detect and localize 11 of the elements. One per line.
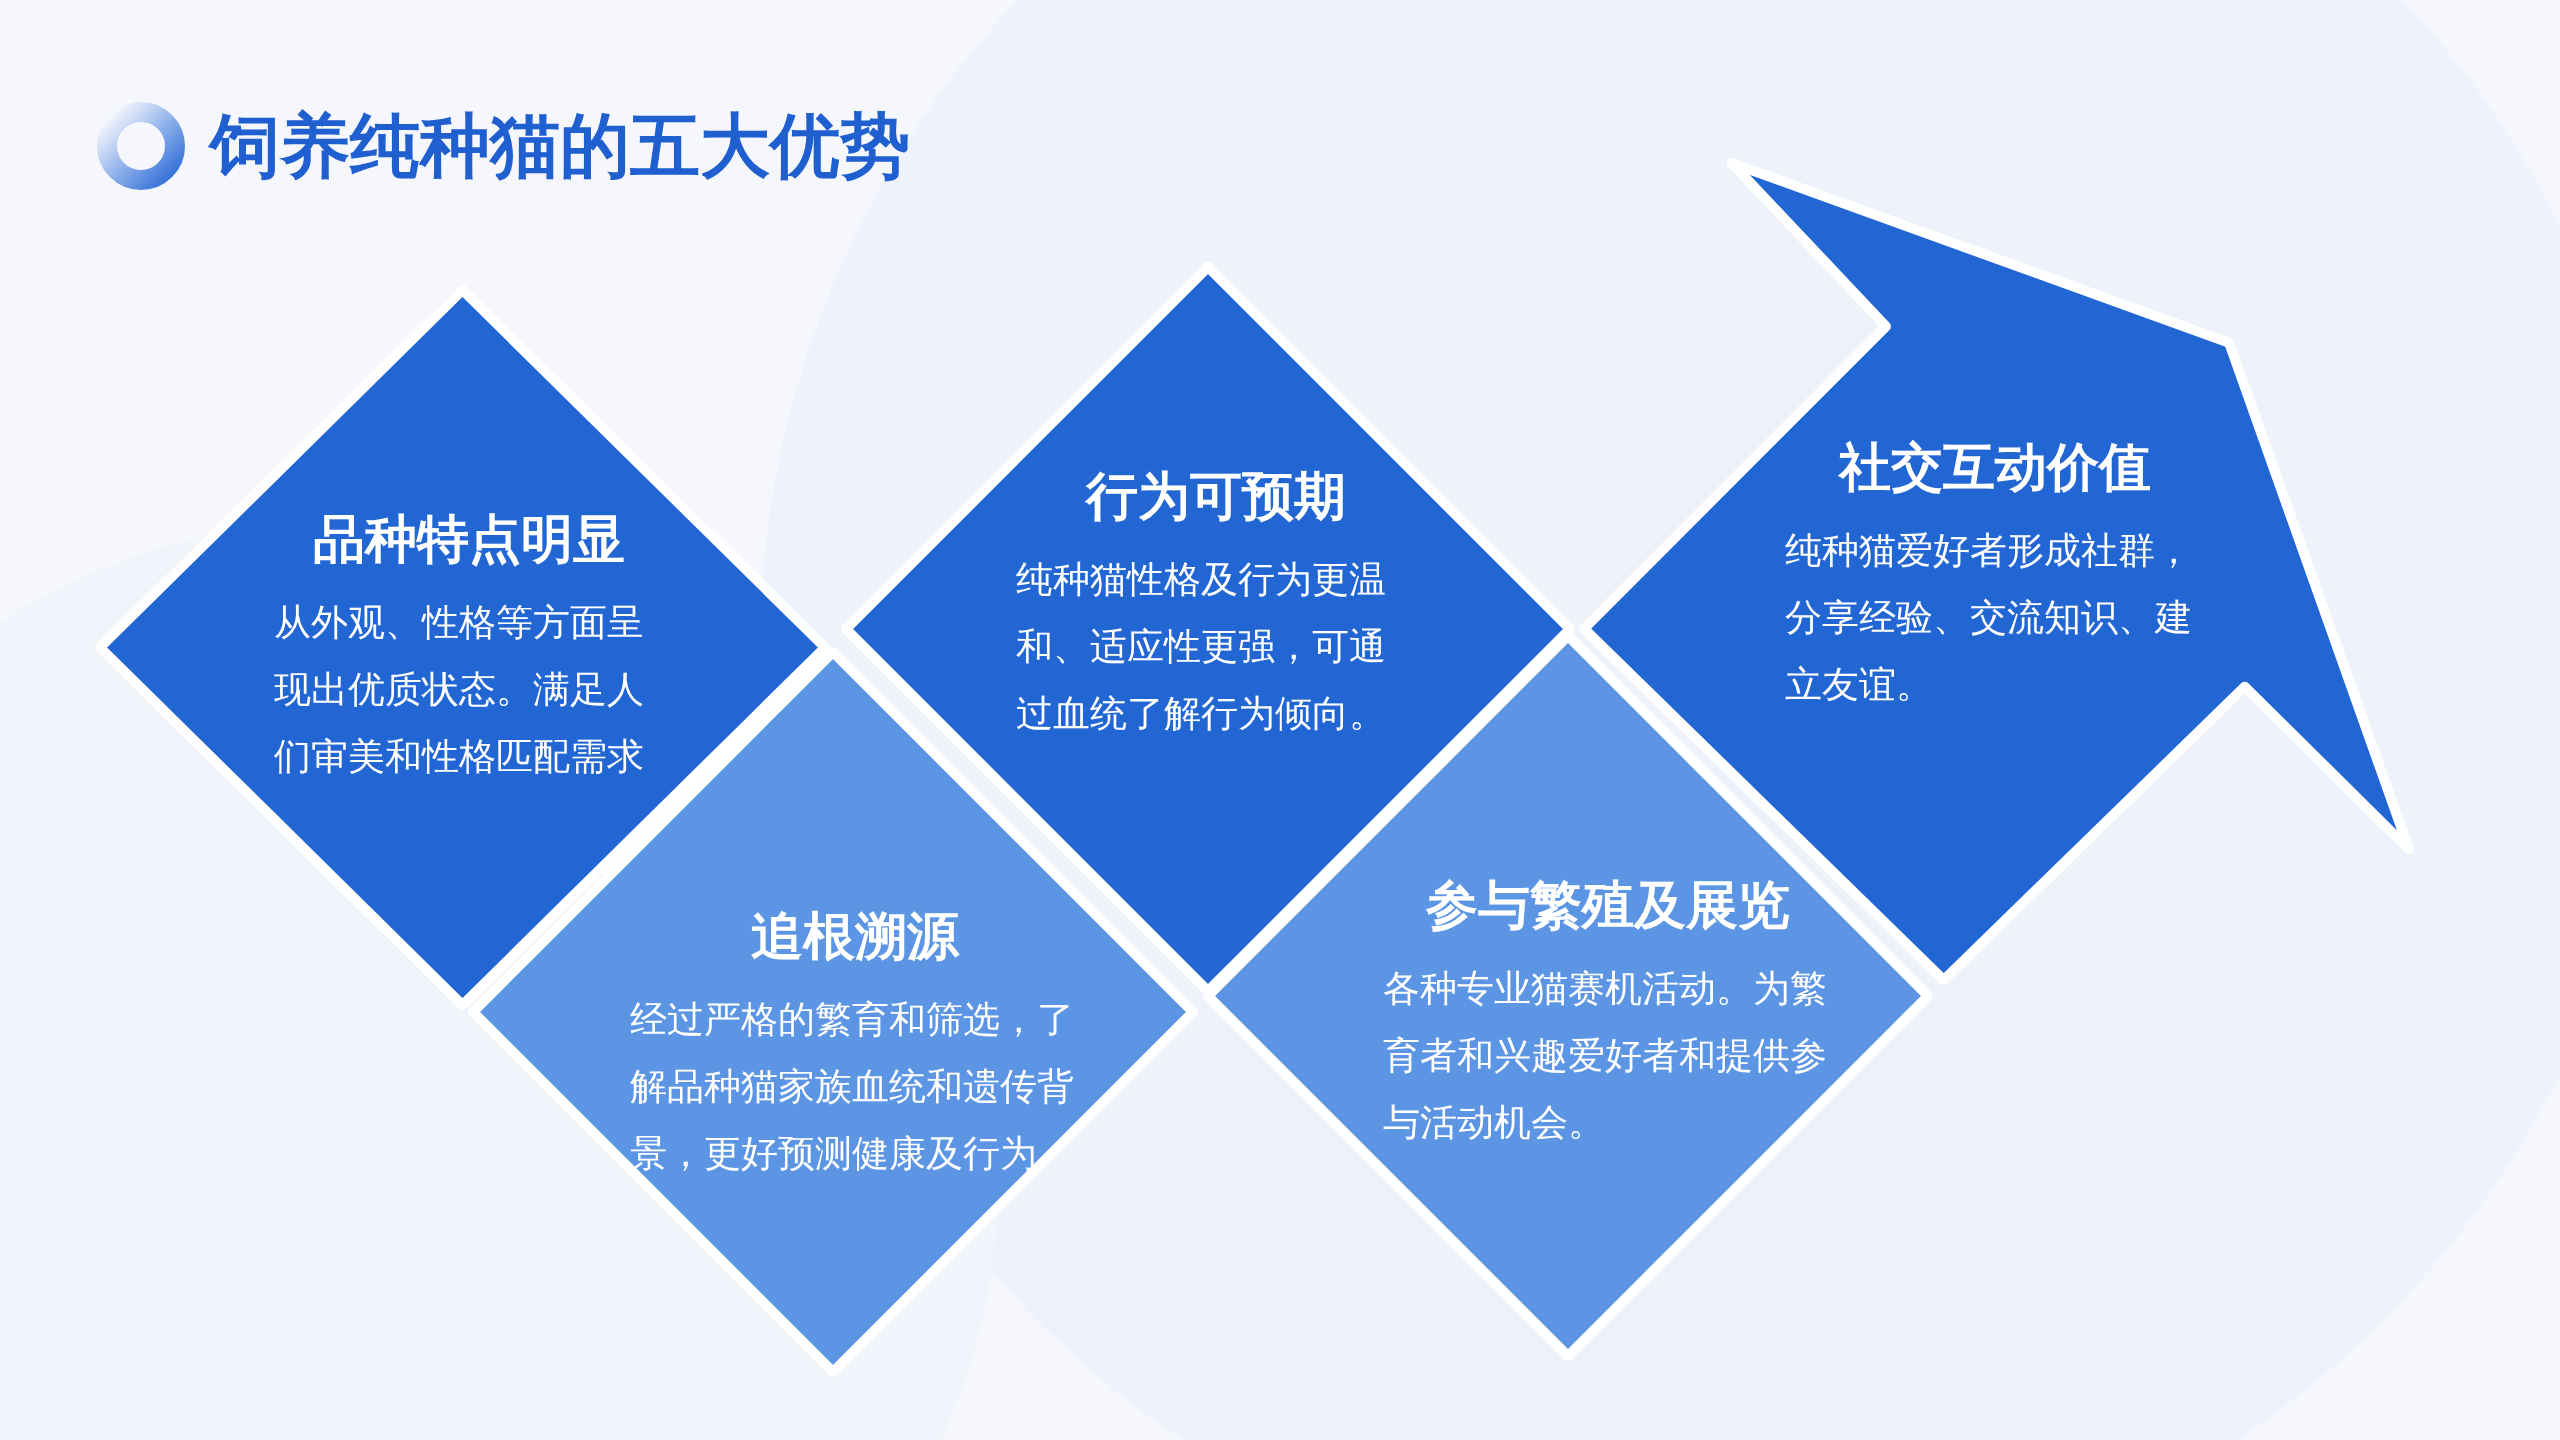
card-description: 纯种猫性格及行为更温和、适应性更强，可通过血统了解行为倾向。 [1016,557,1387,737]
card-description: 纯种猫爱好者形成社群，分享经验、交流知识、建立友谊。 [1785,528,2193,708]
card-heading: 行为可预期 [1084,465,1347,528]
card-description: 经过严格的繁育和筛选，了解品种猫家族血统和遗传背景，更好预测健康及行为 [630,997,1075,1177]
card-heading: 参与繁殖及展览 [1425,874,1791,937]
card-description: 从外观、性格等方面呈现出优质状态。满足人们审美和性格匹配需求 [274,600,645,780]
card-heading: 品种特点明显 [312,508,626,571]
card-heading: 追根溯源 [750,905,961,968]
title: 饲养纯种猫的五大优势 [210,104,910,189]
card-heading: 社交互动价值 [1837,436,2152,499]
card-description: 各种专业猫赛机活动。为繁育者和兴趣爱好者和提供参与活动机会。 [1383,966,1828,1146]
